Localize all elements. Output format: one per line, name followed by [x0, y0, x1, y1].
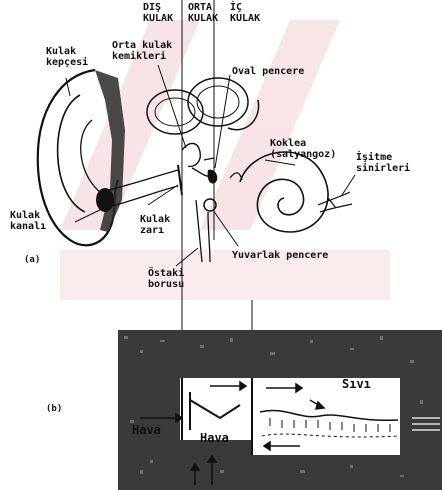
oval-window	[208, 170, 218, 184]
panel-tag-a: (a)	[24, 255, 40, 265]
label-koklea: Koklea(salyangoz)	[270, 138, 336, 160]
label-hava-left: Hava	[132, 424, 161, 437]
label-yuvarlak-pencere: Yuvarlak pencere	[232, 250, 328, 261]
mechanical-model	[118, 330, 442, 490]
eardrum	[178, 165, 182, 195]
texture-right	[400, 330, 442, 455]
label-hava-center: Hava	[200, 432, 229, 445]
panel-tag-b: (b)	[46, 404, 62, 414]
watermark	[60, 20, 390, 300]
label-sivi: Sıvı	[342, 378, 371, 391]
auditory-nerve	[318, 192, 352, 212]
label-oval-pencere: Oval pencere	[232, 66, 304, 77]
texture-bottom-right	[252, 455, 442, 490]
inner-chamber	[252, 378, 400, 455]
texture-bottom-left	[150, 440, 260, 490]
ear-canal-opening	[96, 188, 114, 212]
